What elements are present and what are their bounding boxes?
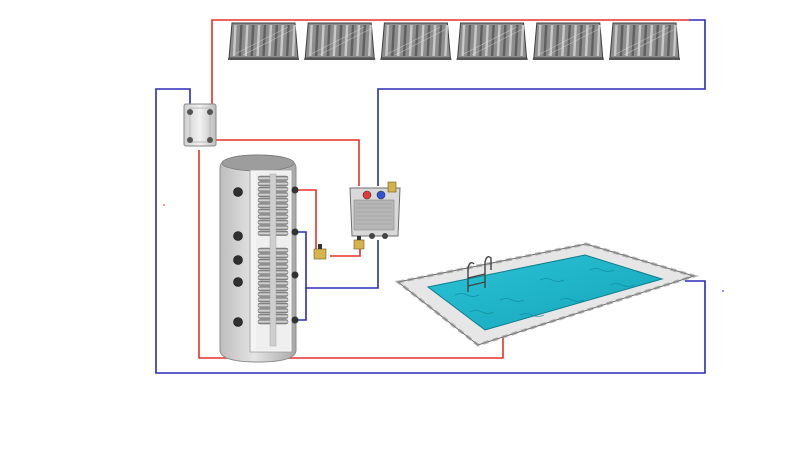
- solar-collector-panel: [456, 22, 528, 60]
- storage-tank: [219, 154, 299, 363]
- mixing-valve: [313, 244, 327, 260]
- tank-coil-hot-pipe: [297, 189, 322, 251]
- temperature-gauge-cold: [376, 190, 386, 200]
- tank-coils: [257, 173, 289, 347]
- tank-side-port: [233, 187, 243, 197]
- pool-return-hot-pipe: [198, 150, 504, 359]
- temperature-gauge-hot: [362, 190, 372, 200]
- collector-hot-pipe: [211, 19, 689, 112]
- solar-collector-panel: [380, 22, 452, 60]
- tank-side-port: [233, 277, 243, 287]
- tank-side-port: [233, 231, 243, 241]
- tank-ports: [233, 187, 243, 327]
- pump-station: [349, 181, 401, 239]
- solar-collectors: [228, 22, 680, 60]
- swimming-pool: [394, 242, 700, 347]
- solar-collector-panel: [228, 22, 299, 60]
- pool-water: [426, 254, 664, 331]
- cold-pipes: [155, 19, 706, 374]
- tank-side-port: [233, 317, 243, 327]
- solar-collector-panel: [304, 22, 376, 60]
- check-valve: [353, 236, 365, 250]
- tank-side-port: [233, 255, 243, 265]
- hot-pipes: [198, 19, 689, 359]
- coil-port: [291, 186, 299, 194]
- tank-coil-cold-pipe: [297, 231, 307, 321]
- coil-port: [291, 228, 299, 236]
- collector-cold-pipe: [377, 19, 706, 186]
- plate-heat-exchanger: [183, 103, 217, 147]
- pool-cold-loop-pipe: [155, 88, 706, 374]
- hx-to-station-pipe: [206, 139, 360, 186]
- solar-collector-panel: [609, 22, 680, 60]
- station-to-tank-pipe: [306, 240, 379, 289]
- pool-ladder: [467, 255, 492, 292]
- station-valve: [387, 181, 397, 193]
- coil-port: [291, 316, 299, 324]
- coil-port: [291, 271, 299, 279]
- solar-collector-panel: [532, 22, 604, 60]
